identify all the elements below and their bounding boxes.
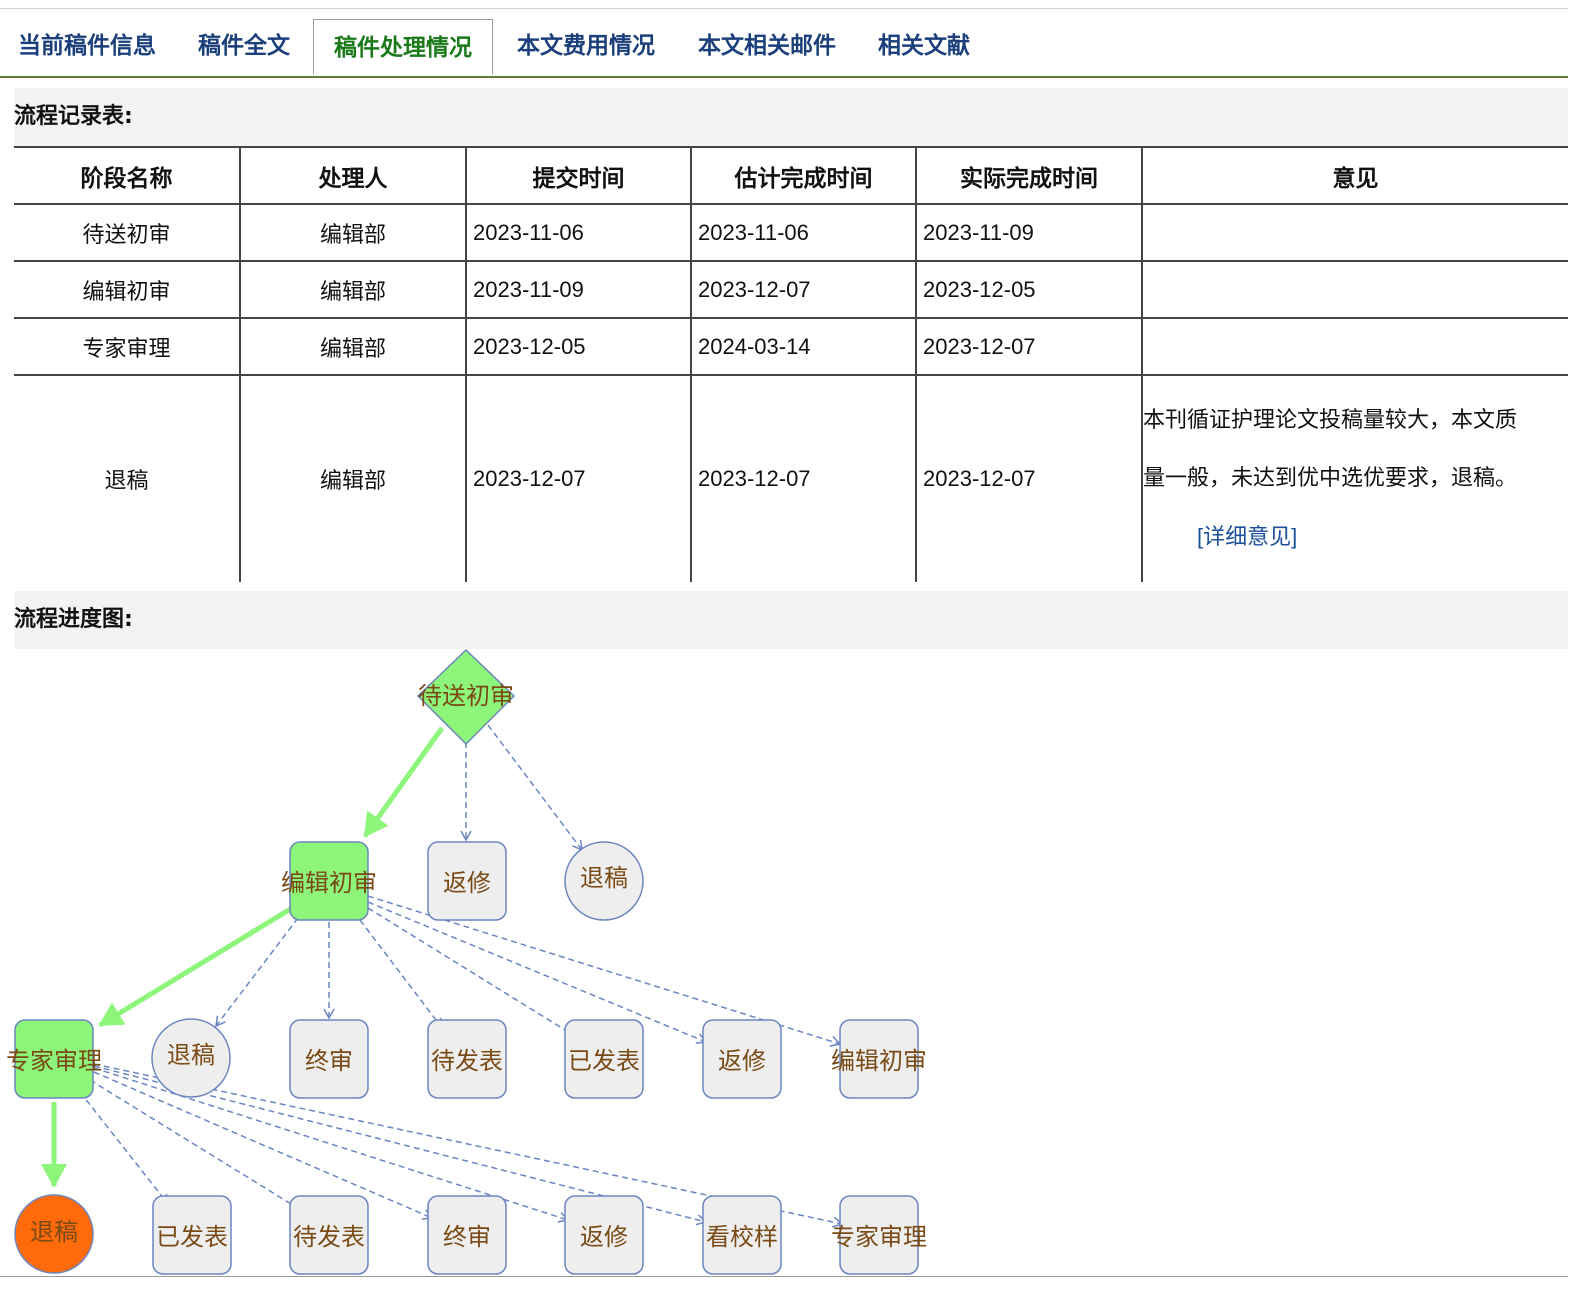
flow-node[interactable]: 编辑初审 — [831, 1019, 927, 1099]
flow-node[interactable]: 专家审理 — [831, 1195, 927, 1275]
records-table: 阶段名称 处理人 提交时间 估计完成时间 实际完成时间 意见 待送初审 编辑部 … — [14, 146, 1568, 582]
flow-section-title: 流程进度图: — [14, 591, 1568, 649]
svg-text:返修: 返修 — [443, 869, 491, 897]
cell-stage: 待送初审 — [14, 203, 240, 261]
cell-estimated: 2023-11-06 — [690, 203, 916, 261]
svg-text:编辑初审: 编辑初审 — [281, 869, 377, 897]
flow-node[interactable]: 返修 — [702, 1019, 782, 1099]
bottom-divider — [0, 1276, 1568, 1277]
svg-text:已发表: 已发表 — [568, 1047, 640, 1075]
cell-estimated: 2023-12-07 — [690, 374, 916, 582]
svg-text:退稿: 退稿 — [167, 1041, 215, 1069]
flow-node[interactable]: 终审 — [289, 1019, 369, 1099]
svg-text:返修: 返修 — [718, 1047, 766, 1075]
cell-opinion: 本刊循证护理论文投稿量较大，本文质 量一般，未达到优中选优要求，退稿。 [详细意… — [1141, 374, 1568, 582]
flow-node[interactable]: 返修 — [564, 1195, 644, 1275]
detail-opinion-link[interactable]: [详细意见] — [1197, 523, 1298, 549]
flow-edge-option — [89, 1079, 306, 1213]
opinion-line-1: 本刊循证护理论文投稿量较大，本文质 — [1143, 407, 1518, 433]
flow-node-current[interactable]: 退稿 — [14, 1194, 94, 1274]
tab-fees[interactable]: 本文费用情况 — [517, 33, 655, 59]
flow-node[interactable]: 待送初审 — [416, 648, 516, 746]
svg-text:专家审理: 专家审理 — [6, 1047, 102, 1075]
tab-bar: 当前稿件信息 稿件全文 稿件处理情况 本文费用情况 本文相关邮件 相关文献 — [0, 18, 1568, 78]
flow-node[interactable]: 编辑初审 — [281, 841, 377, 921]
flow-node[interactable]: 已发表 — [564, 1019, 644, 1099]
header-handler: 处理人 — [239, 146, 466, 204]
tab-full-text[interactable]: 稿件全文 — [198, 33, 290, 59]
flow-edge-option — [93, 1071, 434, 1220]
flow-node[interactable]: 专家审理 — [6, 1019, 102, 1099]
table-row: 编辑初审 编辑部 2023-11-09 2023-12-07 2023-12-0… — [14, 260, 1568, 318]
table-row: 待送初审 编辑部 2023-11-06 2023-11-06 2023-11-0… — [14, 203, 1568, 261]
svg-text:编辑初审: 编辑初审 — [831, 1047, 927, 1075]
flow-node[interactable]: 退稿 — [564, 841, 644, 921]
flow-diagram: 待送初审 编辑初审 返修 退稿 专家审理 退稿 终审 待发表 已发表 返修 编辑… — [6, 648, 927, 1275]
flow-edge-option — [487, 724, 583, 852]
svg-text:退稿: 退稿 — [580, 864, 628, 892]
header-submitted: 提交时间 — [465, 146, 691, 204]
top-border-line — [0, 8, 1568, 9]
table-row: 专家审理 编辑部 2023-12-05 2024-03-14 2023-12-0… — [14, 317, 1568, 375]
flow-edge-done — [362, 726, 445, 838]
flow-edge-option — [93, 1063, 844, 1228]
cell-stage: 编辑初审 — [14, 260, 240, 318]
flow-node[interactable]: 已发表 — [152, 1195, 232, 1275]
flow-node[interactable]: 待发表 — [427, 1019, 507, 1099]
records-section-title: 流程记录表: — [14, 88, 1568, 146]
flow-node[interactable]: 退稿 — [151, 1018, 231, 1098]
header-estimated: 估计完成时间 — [690, 146, 916, 204]
cell-actual: 2023-11-09 — [915, 203, 1142, 261]
svg-text:专家审理: 专家审理 — [831, 1223, 927, 1251]
svg-text:待送初审: 待送初审 — [418, 682, 514, 710]
cell-estimated: 2023-12-07 — [690, 260, 916, 318]
cell-handler: 编辑部 — [239, 260, 466, 318]
cell-submitted: 2023-12-07 — [465, 374, 691, 582]
flow-edge-option — [367, 901, 708, 1044]
opinion-line-2: 量一般，未达到优中选优要求，退稿。 — [1143, 465, 1518, 491]
cell-handler: 编辑部 — [239, 203, 466, 261]
svg-text:终审: 终审 — [443, 1223, 491, 1251]
cell-submitted: 2023-12-05 — [465, 317, 691, 375]
cell-stage: 退稿 — [14, 374, 240, 582]
flow-node[interactable]: 终审 — [427, 1195, 507, 1275]
tab-related-literature[interactable]: 相关文献 — [878, 33, 970, 59]
cell-actual: 2023-12-07 — [915, 317, 1142, 375]
flow-edge-option — [367, 907, 580, 1039]
header-stage: 阶段名称 — [14, 146, 240, 204]
cell-handler: 编辑部 — [239, 374, 466, 582]
flow-node[interactable]: 待发表 — [289, 1195, 369, 1275]
svg-text:终审: 终审 — [305, 1047, 353, 1075]
flow-node[interactable]: 返修 — [427, 841, 507, 921]
cell-stage: 专家审理 — [14, 317, 240, 375]
header-opinion: 意见 — [1141, 146, 1568, 204]
tab-related-emails[interactable]: 本文相关邮件 — [698, 33, 836, 59]
table-header-row: 阶段名称 处理人 提交时间 估计完成时间 实际完成时间 意见 — [14, 146, 1568, 204]
tab-current-manuscript-info[interactable]: 当前稿件信息 — [18, 33, 156, 59]
svg-text:退稿: 退稿 — [30, 1218, 78, 1246]
flow-edge-done — [98, 905, 294, 1028]
cell-handler: 编辑部 — [239, 317, 466, 375]
flow-node[interactable]: 看校样 — [702, 1195, 782, 1275]
svg-text:待发表: 待发表 — [293, 1223, 365, 1251]
svg-text:已发表: 已发表 — [156, 1223, 228, 1251]
cell-opinion — [1141, 317, 1568, 375]
flow-edge-option — [79, 1091, 169, 1206]
svg-text:待发表: 待发表 — [431, 1047, 503, 1075]
cell-submitted: 2023-11-09 — [465, 260, 691, 318]
cell-submitted: 2023-11-06 — [465, 203, 691, 261]
svg-text:返修: 返修 — [580, 1223, 628, 1251]
cell-actual: 2023-12-07 — [915, 374, 1142, 582]
flow-edge-option — [359, 919, 443, 1030]
tab-processing-status[interactable]: 稿件处理情况 — [313, 19, 493, 75]
cell-opinion — [1141, 203, 1568, 261]
cell-estimated: 2024-03-14 — [690, 317, 916, 375]
header-actual: 实际完成时间 — [915, 146, 1142, 204]
table-row: 退稿 编辑部 2023-12-07 2023-12-07 2023-12-07 … — [14, 374, 1568, 582]
cell-actual: 2023-12-05 — [915, 260, 1142, 318]
svg-text:看校样: 看校样 — [706, 1223, 778, 1251]
cell-opinion — [1141, 260, 1568, 318]
flow-edge-option — [215, 917, 299, 1028]
